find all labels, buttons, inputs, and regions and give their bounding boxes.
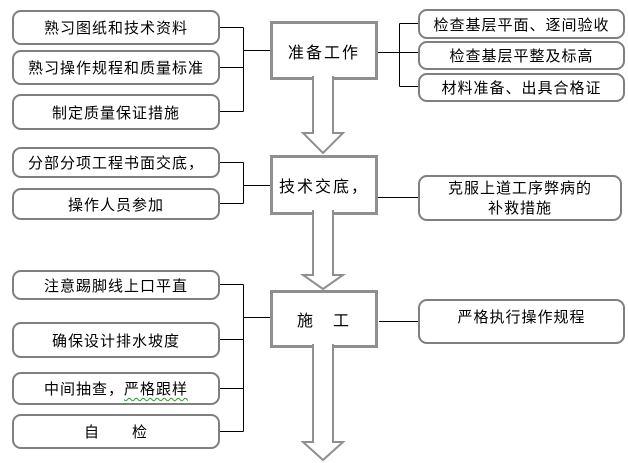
down-arrow-icon (299, 210, 347, 291)
input-box-skirting-line-straight: 注意踢脚线上口平直 (12, 270, 220, 300)
box-label: 分部分项工程书面交底， (27, 154, 204, 172)
connector-lines-prep-right (378, 23, 418, 87)
box-label: 严格执行操作规程 (457, 308, 586, 326)
box-label: 操作人员参加 (67, 195, 164, 214)
connector-lines-construction-left (220, 284, 270, 432)
input-box-familiarize-drawings: 熟习图纸和技术资料 (12, 10, 220, 45)
box-label: 制定质量保证措施 (51, 103, 180, 122)
box-label: 熟习操作规程和质量标准 (27, 59, 204, 77)
stage-label: 准备工作 (287, 42, 360, 62)
connector-lines-disclosure-left (220, 162, 270, 204)
input-box-operators-participate: 操作人员参加 (12, 188, 220, 220)
box-label: 确保设计排水坡度 (51, 331, 180, 350)
down-arrow-icon (300, 76, 346, 155)
input-box-quality-assurance-measures: 制定质量保证措施 (12, 94, 220, 130)
stage-box-technical-disclosure: 技术交底， (270, 155, 378, 215)
box-label-line2: 补救措施 (487, 199, 552, 217)
input-box-written-disclosure: 分部分项工程书面交底， (12, 147, 220, 178)
box-label: 检查基层平面、逐间验收 (433, 15, 610, 34)
box-label: 检查基层平整及标高 (449, 47, 594, 65)
stage-label: 施 工 (296, 311, 351, 330)
input-box-drainage-slope: 确保设计排水坡度 (12, 322, 220, 358)
box-label-spellchecked: 严格跟样 (124, 380, 189, 398)
box-label: 自 检 (83, 423, 148, 441)
box-label: 注意踢脚线上口平直 (43, 276, 188, 295)
output-box-material-preparation: 材料准备、出具合格证 (418, 73, 625, 102)
output-box-check-base-level: 检查基层平整及标高 (418, 41, 625, 70)
input-box-self-check: 自 检 (12, 414, 220, 449)
box-label-prefix: 中间抽查， (43, 380, 124, 398)
output-box-follow-operating-procedures: 严格执行操作规程 (418, 299, 625, 344)
box-label: 材料准备、出具合格证 (441, 79, 602, 97)
input-box-interim-inspection: 中间抽查，严格跟样 (12, 372, 220, 405)
input-box-familiarize-procedures: 熟习操作规程和质量标准 (12, 50, 220, 85)
stage-box-preparation: 准备工作 (270, 21, 378, 80)
box-label: 中间抽查，严格跟样 (44, 378, 188, 399)
down-arrow-icon (300, 344, 346, 462)
output-box-remedial-measures: 克服上道工序弊病的 补救措施 (418, 175, 622, 221)
stage-box-construction: 施 工 (270, 290, 378, 348)
box-label: 熟习图纸和技术资料 (43, 19, 188, 37)
output-box-check-base-surface: 检查基层平面、逐间验收 (418, 9, 625, 39)
connector-lines-prep-left (220, 27, 270, 112)
stage-label: 技术交底， (278, 177, 369, 196)
box-label-line1: 克服上道工序弊病的 (447, 179, 592, 197)
